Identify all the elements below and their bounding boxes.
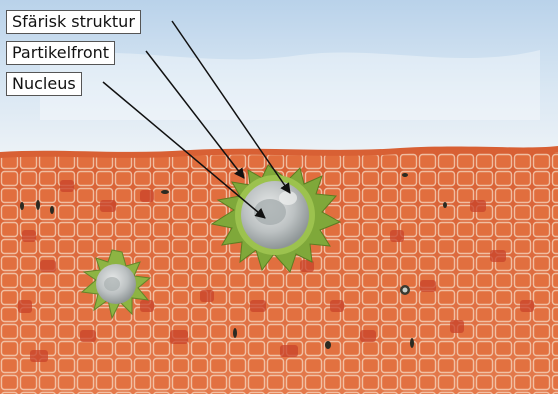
label-nucleus: Nucleus (6, 72, 82, 96)
label-particle-front: Partikelfront (6, 41, 115, 65)
label-spherical-structure: Sfärisk struktur (6, 10, 141, 34)
